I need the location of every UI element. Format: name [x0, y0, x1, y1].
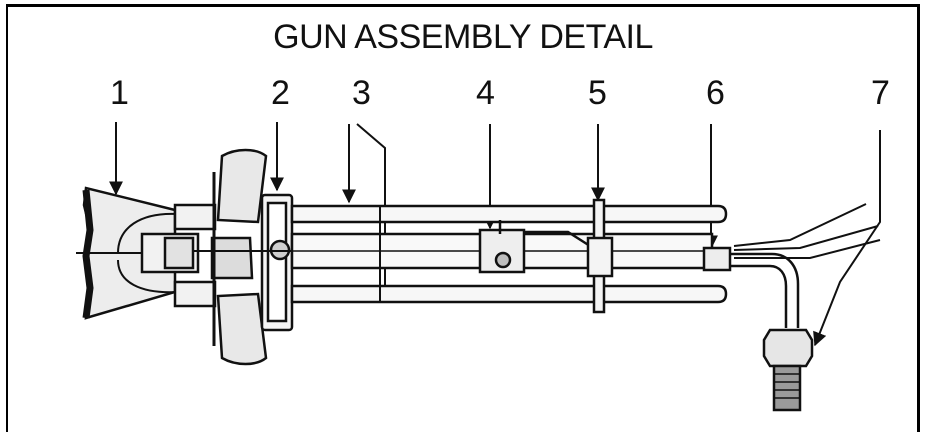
electrode-arc-upper	[117, 212, 179, 254]
clamp-screw	[494, 251, 512, 269]
elbow-outer	[730, 252, 800, 328]
callout-label-2: 2	[271, 74, 290, 112]
nozzle-adapter	[140, 203, 217, 308]
callout-label-7: 7	[871, 74, 890, 112]
leader-line-7	[813, 130, 881, 347]
electrode-rods	[290, 204, 728, 304]
callout-label-6: 6	[706, 74, 725, 112]
support-bracket	[586, 198, 614, 314]
callout-label-3: 3	[352, 74, 371, 112]
elbow-inner	[730, 264, 788, 328]
stabilizer-vane	[210, 148, 268, 366]
nozzle-tip	[82, 189, 94, 319]
line-fitting	[702, 246, 732, 272]
ignition-leads	[733, 203, 881, 259]
diagram-title: GUN ASSEMBLY DETAIL	[273, 18, 653, 56]
connector-threads	[774, 373, 800, 399]
callout-label-5: 5	[588, 74, 607, 112]
mounting-collar	[260, 193, 294, 332]
diagram-frame	[6, 4, 920, 432]
electrode-arc-lower	[117, 259, 179, 294]
callout-label-1: 1	[110, 74, 129, 112]
callout-label-4: 4	[476, 74, 495, 112]
